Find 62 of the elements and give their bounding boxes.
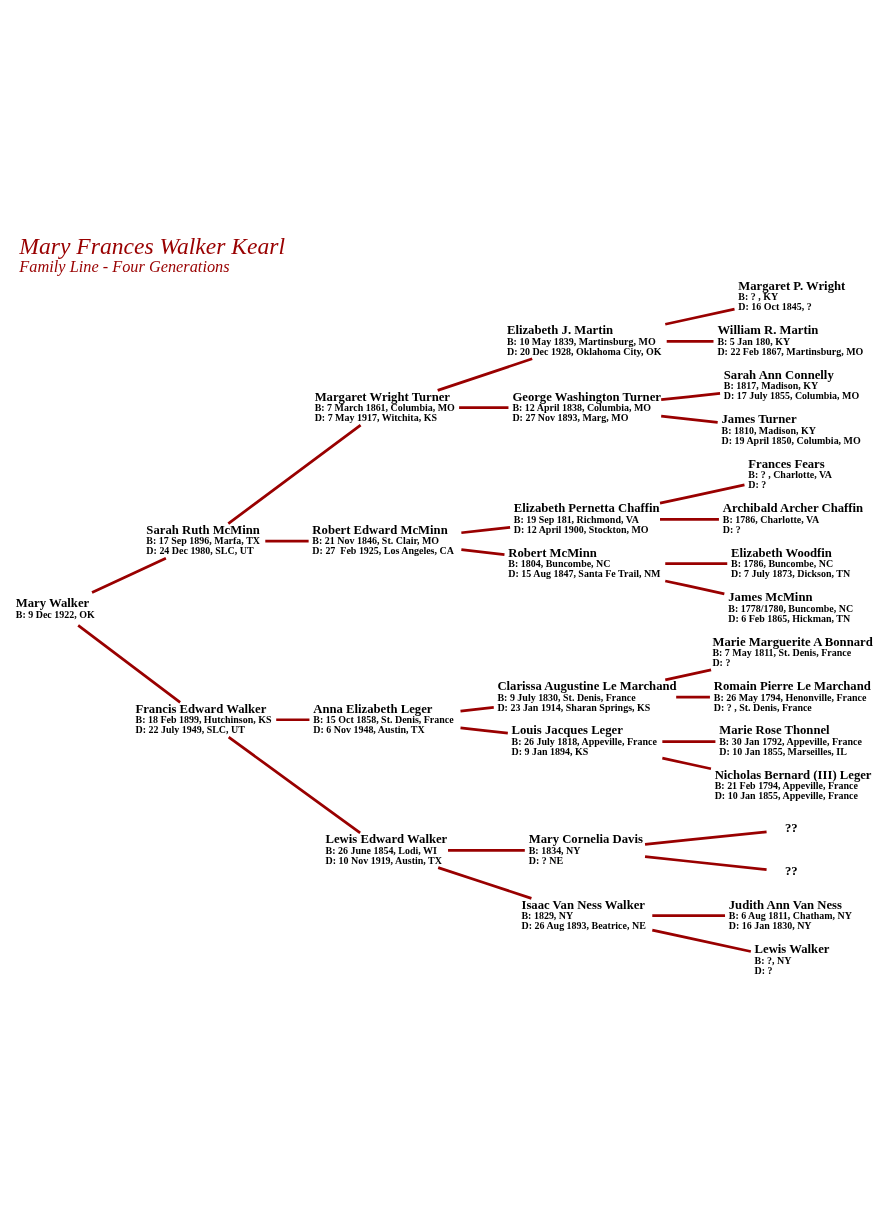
node-text: Judith Ann Van Ness B: 6 Aug 1811, Chatham, NY D: 16 Jan 1830, NY <box>728 897 852 931</box>
node-text: ?? <box>784 820 798 835</box>
connector <box>661 414 718 424</box>
connector <box>644 854 767 871</box>
node-text: James Turner B: 1810, Madison, KY D: 19 April 1850, Columbia, MO <box>721 411 861 446</box>
node-text: Margaret P. Wright B: ? , KY D: 16 Oct 1845, ? <box>738 278 846 312</box>
node-text: Lewis Edward Walker B: 26 June 1854, Lodi, WI D: 10 Nov 1919, Austin, TX <box>325 831 448 866</box>
connector <box>665 561 728 565</box>
connector <box>461 525 511 534</box>
connector <box>652 913 726 917</box>
node-text: Clarissa Augustine Le Marchand B: 9 July 1830, St. Denis, France D: 23 Jan 1914, Sharan Springs, KS <box>497 678 677 712</box>
connector <box>460 705 494 713</box>
node-text: Robert Edward McMinn B: 21 Nov 1846, St. Clair, MO D: 27 Feb 1925, Los Angeles, CA <box>312 522 454 556</box>
node-text: Nicholas Bernard (III) Leger B: 21 Feb 1794, Appeville, France D: 10 Jan 1855, Appeville, France <box>714 767 872 801</box>
node-text: William R. Martin B: 5 Jan 180, KY D: 22 Feb 1867, Martinsburg, MO <box>717 322 864 357</box>
node-text: Mary Cornelia Davis B: 1834, NY D: ? NE <box>528 831 643 866</box>
node-text: Romain Pierre Le Marchand B: 26 May 1794, Henonville, France D: ? , St. Denis, France <box>713 678 871 712</box>
connector <box>91 556 167 594</box>
connector <box>460 726 508 734</box>
node-text: Sarah Ruth McMinn B: 17 Sep 1896, Marfa, TX D: 24 Dec 1980, SLC, UT <box>146 522 260 556</box>
node-text: Francis Edward Walker B: 18 Feb 1899, Hutchinson, KS D: 22 July 1949, SLC, UT <box>135 701 272 735</box>
connector <box>265 539 309 542</box>
connector <box>437 357 533 392</box>
connector <box>664 668 712 681</box>
node-text: Margaret Wright Turner B: 7 March 1861, Columbia, MO D: 7 May 1917, Witchita, KS <box>314 389 455 423</box>
connector <box>276 717 310 721</box>
node-text: ?? <box>784 863 798 878</box>
node-text: George Washington Turner B: 12 April 1838, Columbia, MO D: 27 Nov 1893, Marg, MO <box>512 389 661 423</box>
connector <box>666 339 714 343</box>
connector <box>662 739 716 743</box>
connector <box>664 579 725 595</box>
node-text: Marie Rose Thonnel B: 30 Jan 1792, Appeville, France D: 10 Jan 1855, Marseilles, IL <box>719 722 862 757</box>
node-text: Marie Marguerite A Bonnard B: 7 May 1811, St. Denis, France D: ? <box>712 634 873 668</box>
connector <box>659 483 745 504</box>
node-text: Lewis Walker B: ?, NY D: ? <box>754 941 830 976</box>
connector <box>652 928 752 953</box>
connector <box>660 517 719 521</box>
node-text: Archibald Archer Chaffin B: 1786, Charlotte, VA D: ? <box>722 500 864 535</box>
node-text: Frances Fears B: ? , Charlotte, VA D: ? <box>748 456 833 490</box>
node-text: Elizabeth Pernetta Chaffin B: 19 Sep 181, Richmond, VA D: 12 April 1900, Stockton, MO <box>513 500 660 535</box>
connector <box>676 695 710 698</box>
connector <box>437 865 532 900</box>
node-text: Mary Walker B: 9 Dec 1922, OK <box>15 595 95 620</box>
connector <box>461 547 505 556</box>
connector <box>227 735 361 834</box>
node-text: Elizabeth J. Martin B: 10 May 1839, Martinsburg, MO D: 20 Dec 1928, Oklahoma City, OK <box>506 322 662 357</box>
connector <box>448 848 525 852</box>
connector <box>77 623 181 704</box>
node-text: Robert McMinn B: 1804, Buncombe, NC D: 15 Aug 1847, Santa Fe Trail, NM <box>508 545 661 579</box>
node-text: Isaac Van Ness Walker B: 1829, NY D: 26 Aug 1893, Beatrice, NE <box>521 897 646 931</box>
connector <box>459 405 509 409</box>
connector <box>227 423 362 525</box>
connector <box>664 307 735 326</box>
connector <box>661 391 721 401</box>
diagram-title: Mary Frances Walker Kearl <box>19 232 286 259</box>
node-text: Louis Jacques Leger B: 26 July 1818, Appeville, France D: 9 Jan 1894, KS <box>511 722 657 757</box>
node-text: Sarah Ann Connelly B: 1817, Madison, KY D: 17 July 1855, Columbia, MO <box>723 367 860 401</box>
node-text: Anna Elizabeth Leger B: 15 Oct 1858, St. Denis, France D: 6 Nov 1948, Austin, TX <box>313 701 454 735</box>
connector <box>662 756 712 770</box>
node-text: Elizabeth Woodfin B: 1786, Buncombe, NC D: 7 July 1873, Dickson, TN <box>731 545 851 579</box>
connector <box>644 830 767 846</box>
node-text: James McMinn B: 1778/1780, Buncombe, NC D: 6 Feb 1865, Hickman, TN <box>728 589 854 624</box>
